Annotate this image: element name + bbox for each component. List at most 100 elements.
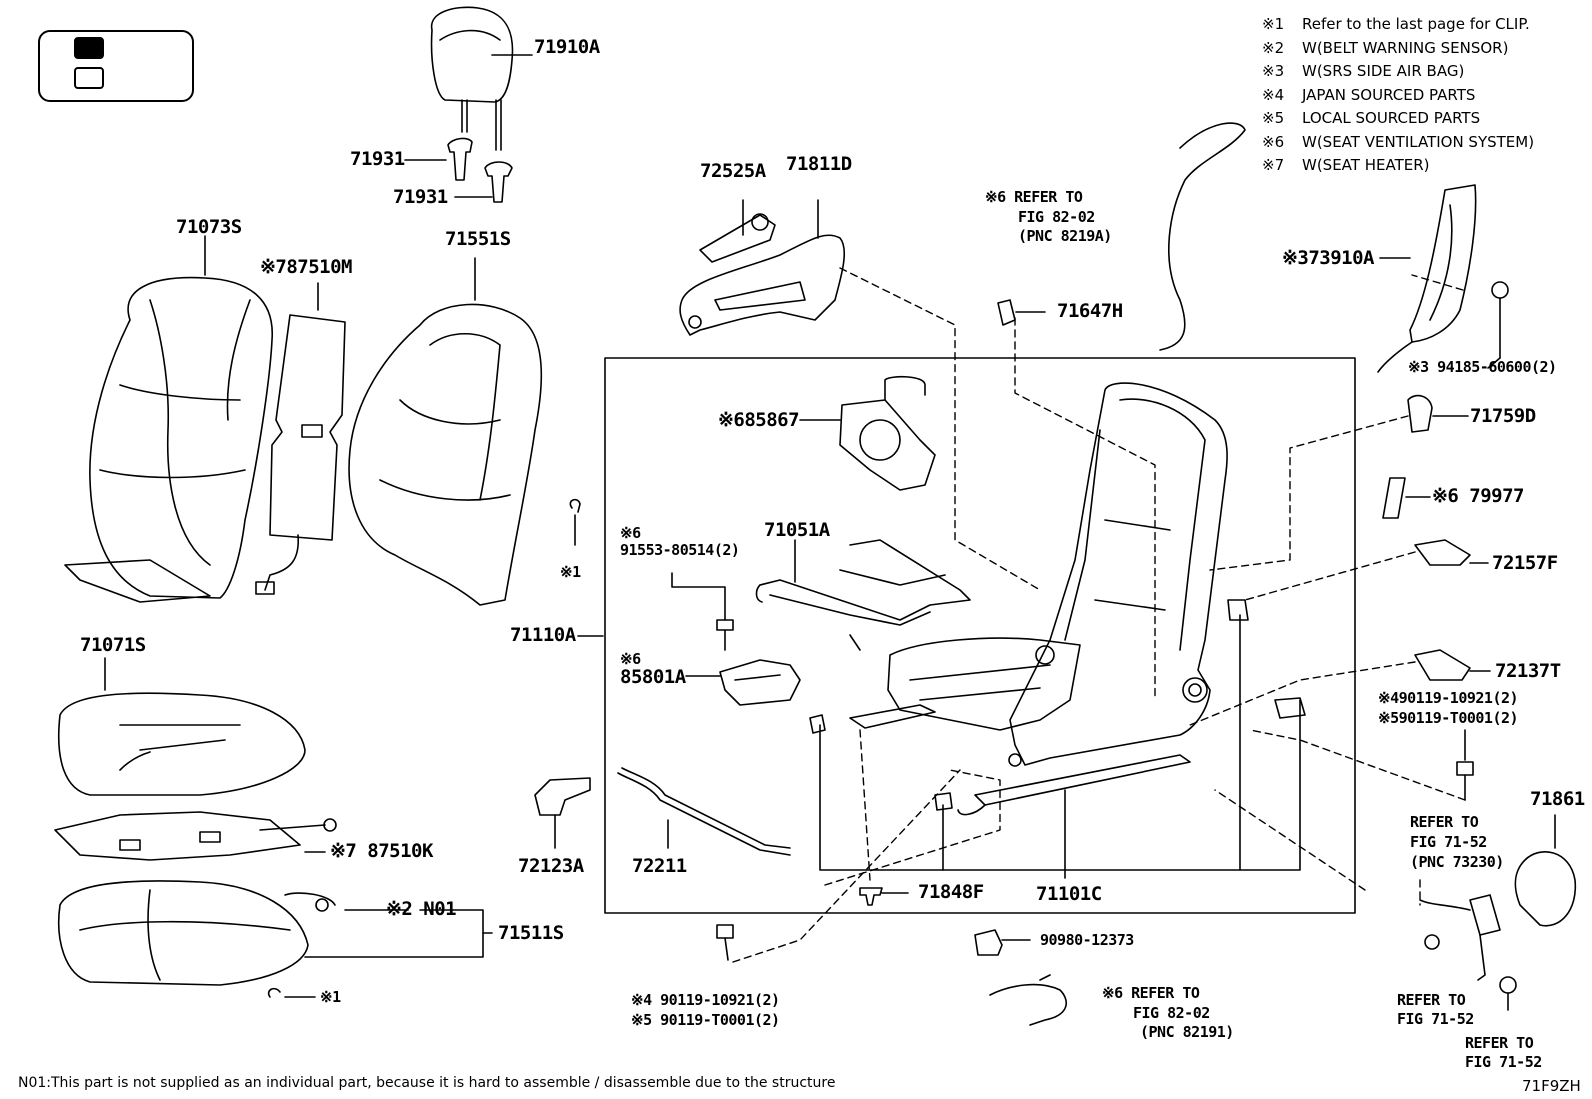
clip-71647H-drawing xyxy=(997,299,1016,326)
part-label-87510M[interactable]: ※787510M xyxy=(260,256,353,278)
refer-to-anchor-line1[interactable]: REFER TO xyxy=(1397,991,1466,1009)
legend-mark: ※2 xyxy=(1262,38,1285,57)
refer-to-top-line3[interactable]: (PNC 8219A) xyxy=(1018,227,1112,245)
part-label-90980[interactable]: 90980-12373 xyxy=(1040,931,1134,949)
belt-buckle-drawing xyxy=(1419,894,1517,1011)
part-label-71051A[interactable]: 71051A xyxy=(764,519,830,541)
legend-item: ※1 Refer to the last page for CLIP. xyxy=(1262,15,1534,39)
refer-to-belt-line2[interactable]: FIG 71-52 xyxy=(1410,833,1487,851)
part-label-94185[interactable]: ※3 94185-60600(2) xyxy=(1408,358,1557,376)
legend-text: LOCAL SOURCED PARTS xyxy=(1302,109,1481,127)
part-label-clip-middle[interactable]: ※1 xyxy=(560,563,581,581)
refer-to-bottom-line1[interactable]: ※6 REFER TO xyxy=(1102,984,1200,1002)
legend-item: ※6 W(SEAT VENTILATION SYSTEM) xyxy=(1262,133,1534,157)
key-box xyxy=(38,30,194,102)
refer-to-belt-line1[interactable]: REFER TO xyxy=(1410,813,1479,831)
part-label-71511S[interactable]: 71511S xyxy=(498,922,564,944)
nut-94185-drawing xyxy=(1487,281,1509,369)
legend-text: W(BELT WARNING SENSOR) xyxy=(1302,38,1509,57)
seatback-pad-drawing xyxy=(348,257,543,606)
refer-to-top-line2[interactable]: FIG 82-02 xyxy=(1018,208,1095,226)
part-label-72157F[interactable]: 72157F xyxy=(1492,552,1558,574)
legend-mark: ※4 xyxy=(1262,85,1285,104)
part-label-85867[interactable]: ※685867 xyxy=(718,409,800,431)
cover-79977-drawing xyxy=(1382,477,1406,519)
part-label-71551S[interactable]: 71551S xyxy=(445,228,511,250)
part-label-72137T[interactable]: 72137T xyxy=(1495,660,1561,682)
refer-to-nut-line2[interactable]: FIG 71-52 xyxy=(1465,1053,1542,1071)
footnote-n01: N01:This part is not supplied as an indi… xyxy=(18,1075,836,1091)
part-label-72525A[interactable]: 72525A xyxy=(700,160,766,182)
part-label-85801A[interactable]: 85801A xyxy=(620,666,686,688)
legend: ※1 Refer to the last page for CLIP. ※2 W(B… xyxy=(1262,15,1534,180)
part-label-85801A-mark: ※6 xyxy=(620,650,641,668)
legend-text: W(SRS SIDE AIR BAG) xyxy=(1302,62,1465,80)
harness-bottom-drawing xyxy=(989,974,1068,1026)
part-label-90119-japan-right[interactable]: ※490119-10921(2) xyxy=(1378,689,1519,707)
legend-mark: ※7 xyxy=(1262,156,1285,174)
part-label-79977[interactable]: ※6 79977 xyxy=(1432,485,1525,507)
key-filled-swatch xyxy=(74,37,104,59)
refer-to-bottom-line3[interactable]: (PNC 82191) xyxy=(1140,1023,1234,1041)
part-label-90119-local-right[interactable]: ※590119-T0001(2) xyxy=(1378,709,1519,727)
seatback-heater-drawing xyxy=(255,282,346,595)
part-label-71910A[interactable]: 71910A xyxy=(534,36,600,58)
cushion-cover-drawing xyxy=(58,880,493,998)
refer-to-belt-line3[interactable]: (PNC 73230) xyxy=(1410,853,1504,871)
part-label-71101C[interactable]: 71101C xyxy=(1036,883,1102,905)
legend-item: ※3 W(SRS SIDE AIR BAG) xyxy=(1262,62,1534,86)
cover-72123A-drawing xyxy=(534,777,591,849)
legend-text: Refer to the last page for CLIP. xyxy=(1302,15,1530,33)
legend-mark: ※3 xyxy=(1262,62,1285,80)
part-label-clip-bottom[interactable]: ※1 xyxy=(320,988,341,1006)
assembly-frame-box xyxy=(604,357,1356,914)
bolt-bottom-drawing xyxy=(716,924,734,961)
connector-90980-drawing xyxy=(974,929,1003,956)
legend-mark: ※1 xyxy=(1262,15,1285,33)
blower-drawing xyxy=(799,375,936,491)
part-label-71073S[interactable]: 71073S xyxy=(176,216,242,238)
part-label-91553[interactable]: 91553-80514(2) xyxy=(620,541,740,559)
part-label-N01[interactable]: ※2 N01 xyxy=(386,898,457,920)
refer-to-bottom-line2[interactable]: FIG 82-02 xyxy=(1133,1004,1210,1022)
clip-drawing xyxy=(569,498,581,513)
cover-72137T-drawing xyxy=(1414,649,1471,681)
legend-mark: ※6 xyxy=(1262,132,1285,151)
part-label-72211[interactable]: 72211 xyxy=(632,855,687,877)
legend-text: W(SEAT VENTILATION SYSTEM) xyxy=(1302,132,1535,151)
part-label-71759D[interactable]: 71759D xyxy=(1470,405,1536,427)
part-label-71861[interactable]: 71861 xyxy=(1530,788,1585,810)
seatback-cover-drawing xyxy=(64,235,273,603)
refer-to-anchor-line2[interactable]: FIG 71-52 xyxy=(1397,1010,1474,1028)
recliner-cover-drawing xyxy=(679,199,846,336)
clip-71848F-drawing xyxy=(859,887,883,906)
refer-to-top-line1[interactable]: ※6 REFER TO xyxy=(985,188,1083,206)
part-label-73910A[interactable]: ※373910A xyxy=(1282,247,1375,269)
part-label-71811D[interactable]: 71811D xyxy=(786,153,852,175)
harness-top-drawing xyxy=(1159,122,1246,351)
cushion-pad-drawing xyxy=(57,657,306,796)
part-label-71110A[interactable]: 71110A xyxy=(510,624,576,646)
rod-drawing xyxy=(617,767,791,856)
dashed-leader-lines xyxy=(732,267,1466,963)
part-label-71848F[interactable]: 71848F xyxy=(918,881,984,903)
part-label-71931-lower[interactable]: 71931 xyxy=(393,186,448,208)
part-label-71647H[interactable]: 71647H xyxy=(1057,300,1123,322)
refer-to-nut-line1[interactable]: REFER TO xyxy=(1465,1034,1534,1052)
cover-72157F-drawing xyxy=(1414,539,1471,566)
legend-item: ※2 W(BELT WARNING SENSOR) xyxy=(1262,39,1534,63)
part-label-90119-japan-bottom[interactable]: ※4 90119-10921(2) xyxy=(631,991,780,1009)
part-label-90119-local-bottom[interactable]: ※5 90119-T0001(2) xyxy=(631,1011,780,1029)
bracket-lines xyxy=(819,699,1301,871)
bolt-91553-drawing xyxy=(671,572,734,651)
part-label-91553-mark: ※6 xyxy=(620,524,641,542)
part-label-87510K[interactable]: ※7 87510K xyxy=(330,840,433,862)
part-label-71931-upper[interactable]: 71931 xyxy=(350,148,405,170)
part-label-71071S[interactable]: 71071S xyxy=(80,634,146,656)
part-label-72123A[interactable]: 72123A xyxy=(518,855,584,877)
figure-code: 71F9ZH xyxy=(1522,1077,1581,1095)
